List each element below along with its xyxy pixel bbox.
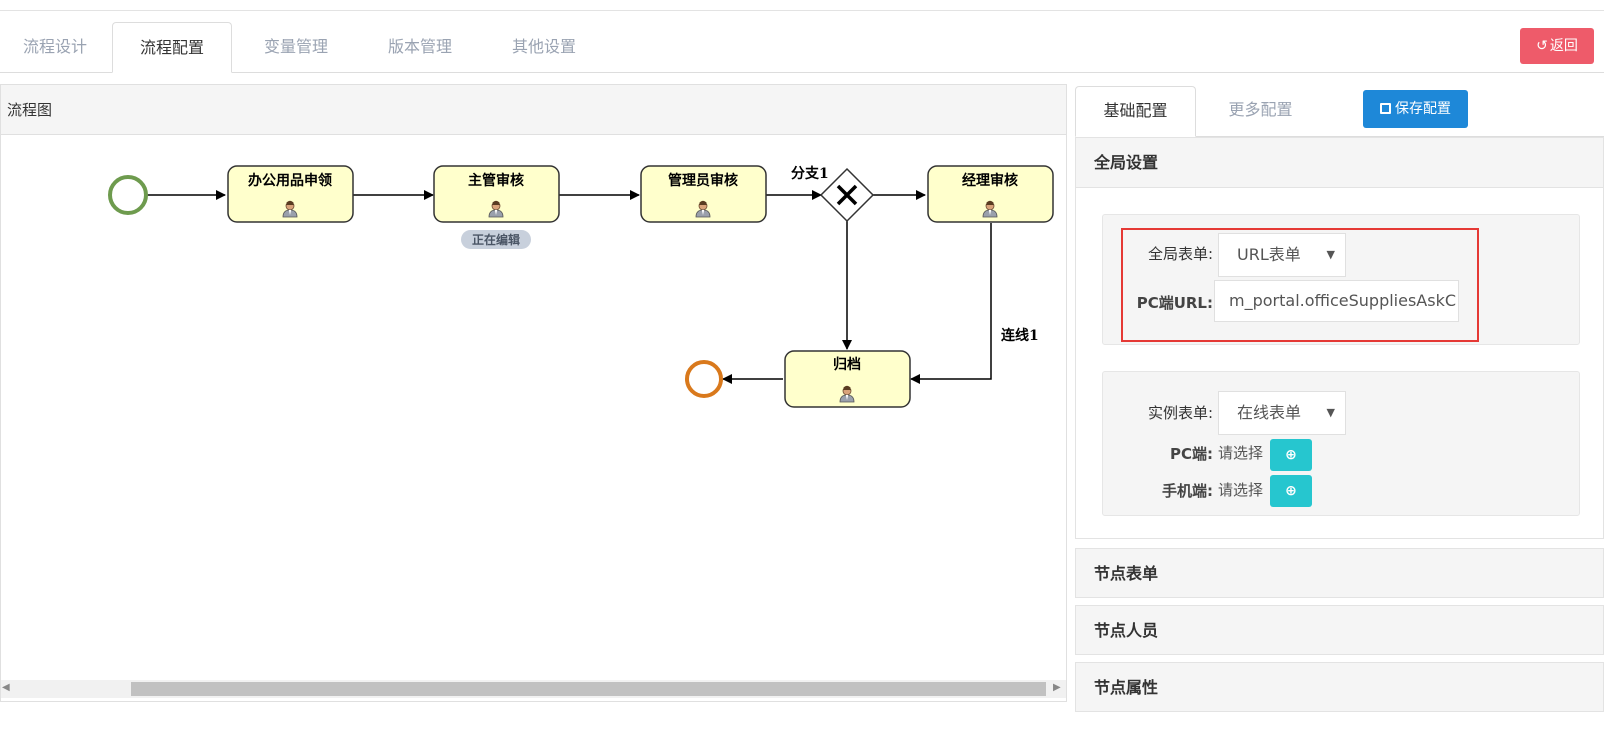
save-icon (1380, 103, 1391, 114)
tab-process-design[interactable]: 流程设计 (22, 37, 87, 56)
scroll-right-icon[interactable]: ▶ (1053, 682, 1061, 693)
main-tabs: 流程设计 流程配置 变量管理 版本管理 其他设置 (0, 22, 1604, 73)
back-button[interactable]: ↺返回 (1520, 28, 1594, 64)
tab-variable-management[interactable]: 变量管理 (263, 37, 328, 56)
editing-badge: 正在编辑 (461, 230, 531, 249)
top-divider (0, 10, 1604, 11)
exclusive-gateway[interactable] (819, 167, 875, 223)
task-label: 办公用品申领 (248, 172, 332, 189)
pc-form-label: PC端: (1169, 445, 1213, 463)
edge-label: 连线1 (1001, 327, 1039, 344)
global-form-label: 全局表单: (1147, 245, 1213, 263)
tab-more-config[interactable]: 更多配置 (1228, 100, 1293, 119)
pc-url-input[interactable]: m_portal.officeSuppliesAskC (1214, 280, 1459, 322)
task-label: 主管审核 (468, 172, 524, 189)
global-form-well: 全局表单: URL表单 ▼ PC端URL: m_portal.officeSup… (1102, 214, 1580, 345)
chevron-down-icon: ▼ (1326, 406, 1335, 419)
global-settings-title: 全局设置 (1094, 153, 1159, 172)
node-form-section[interactable]: 节点表单 (1075, 548, 1604, 598)
task-label: 归档 (833, 356, 861, 373)
task-office-supplies-apply[interactable]: 办公用品申领 (227, 165, 354, 223)
tab-other-settings[interactable]: 其他设置 (511, 37, 576, 56)
back-button-label: 返回 (1549, 38, 1578, 54)
task-label: 经理审核 (962, 172, 1018, 189)
highlight-box (1121, 228, 1479, 342)
task-manager-review[interactable]: 经理审核 (927, 165, 1054, 223)
start-event[interactable] (108, 175, 148, 215)
global-form-value: URL表单 (1237, 245, 1301, 264)
global-settings-section: 全局设置 全局表单: URL表单 ▼ PC端URL: m_portal.offi… (1075, 137, 1604, 539)
task-admin-review[interactable]: 管理员审核 (640, 165, 767, 223)
pc-form-search-button[interactable]: ⊕ (1270, 439, 1312, 471)
undo-icon: ↺ (1536, 38, 1548, 54)
node-form-title: 节点表单 (1094, 564, 1159, 583)
task-label: 管理员审核 (668, 172, 738, 189)
edge-manager-to-archive[interactable] (910, 223, 992, 384)
end-event[interactable] (685, 360, 723, 398)
tab-process-config[interactable]: 流程配置 (112, 22, 232, 73)
save-config-label: 保存配置 (1395, 101, 1451, 117)
chevron-down-icon: ▼ (1326, 248, 1335, 261)
save-config-button[interactable]: 保存配置 (1363, 90, 1468, 128)
global-settings-header[interactable]: 全局设置 (1076, 138, 1603, 188)
tab-basic-config[interactable]: 基础配置 (1075, 86, 1196, 137)
node-property-section[interactable]: 节点属性 (1075, 662, 1604, 712)
flowchart-canvas[interactable]: 办公用品申领 主管审核 管理员审核 经理审核 归档 (1, 135, 1066, 680)
instance-form-select[interactable]: 在线表单 ▼ (1218, 391, 1346, 435)
flowchart-svg: 办公用品申领 主管审核 管理员审核 经理审核 归档 (108, 165, 1054, 408)
search-plus-icon: ⊕ (1285, 447, 1297, 463)
config-tabs: 基础配置 更多配置 (1075, 86, 1604, 137)
pc-form-value: 请选择 (1218, 444, 1264, 462)
tab-version-management[interactable]: 版本管理 (387, 37, 452, 56)
mobile-form-search-button[interactable]: ⊕ (1270, 475, 1312, 507)
task-archive[interactable]: 归档 (784, 350, 911, 408)
pc-url-label: PC端URL: (1136, 294, 1213, 312)
mobile-form-value: 请选择 (1218, 481, 1264, 499)
instance-form-label: 实例表单: (1147, 404, 1213, 422)
flowchart-panel: 流程图 (0, 84, 1067, 702)
search-plus-icon: ⊕ (1285, 483, 1297, 499)
node-user-section[interactable]: 节点人员 (1075, 605, 1604, 655)
gateway-label: 分支1 (791, 165, 829, 182)
scrollbar-thumb[interactable] (131, 682, 1046, 696)
node-user-title: 节点人员 (1094, 621, 1159, 640)
horizontal-scrollbar[interactable]: ◀ ▶ (1, 680, 1066, 698)
global-form-select[interactable]: URL表单 ▼ (1218, 233, 1346, 277)
mobile-form-label: 手机端: (1162, 482, 1213, 500)
instance-form-well: 实例表单: 在线表单 ▼ PC端: 请选择 ⊕ 手机端: 请选择 ⊕ (1102, 371, 1580, 516)
scroll-left-icon[interactable]: ◀ (2, 682, 10, 693)
editing-badge-label: 正在编辑 (472, 232, 520, 247)
node-property-title: 节点属性 (1094, 678, 1159, 697)
flowchart-panel-title: 流程图 (1, 85, 1066, 135)
task-supervisor-review[interactable]: 主管审核 (433, 165, 560, 223)
instance-form-value: 在线表单 (1237, 403, 1302, 422)
